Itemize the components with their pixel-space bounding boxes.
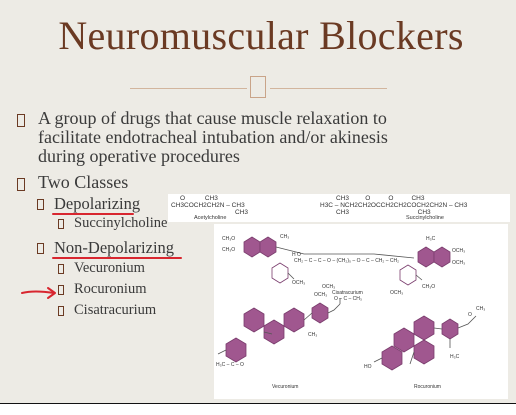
svg-text:OCH₃: OCH₃ (322, 284, 335, 290)
acetylcholine-formula: CH3COCH2CH2N – CH3 (171, 202, 245, 209)
bullet-1-line-2: facilitate endotracheal intubation and/o… (38, 127, 388, 147)
svg-text:Rocuronium: Rocuronium (414, 384, 441, 390)
red-arrow-annotation-icon (21, 287, 56, 299)
svg-text:CH₃O: CH₃O (422, 284, 435, 290)
svg-text:CH₃: CH₃ (308, 332, 317, 338)
svg-text:H O: H O (292, 252, 301, 258)
title-divider-left (130, 88, 247, 89)
red-underline-annotation (52, 257, 182, 259)
sub-bullet-box-icon (37, 199, 44, 210)
svg-text:H₃C: H₃C (450, 354, 460, 360)
bullet-1-line-1: A group of drugs that cause muscle relax… (38, 108, 387, 128)
svg-text:H₃C – C – O: H₃C – C – O (216, 362, 244, 368)
bullet-1-line-3: during operative procedures (38, 146, 240, 166)
svg-text:H₃C: H₃C (426, 236, 436, 242)
bullet-2-text: Two Classes (38, 172, 129, 192)
svg-text:CH₃: CH₃ (476, 306, 485, 312)
acetylcholine-formula-top: O CH3 (180, 195, 218, 202)
svg-text:OCH₃: OCH₃ (390, 290, 403, 296)
succinylcholine-formula-top: CH3 O O CH3 (336, 195, 425, 202)
succinylcholine-formula-bottom: CH3 CH3 (336, 209, 431, 216)
succinylcholine-formula: H3C – NCH2CH2OCCH2CH2COCH2CH2N – CH3 (320, 202, 468, 209)
slide-title: Neuromuscular Blockers (58, 13, 464, 58)
class-non-depolarizing: Non-Depolarizing (54, 238, 175, 257)
sub-sub-bullet-box-icon (58, 285, 64, 295)
svg-text:OCH₃: OCH₃ (314, 292, 327, 298)
class-depolarizing: Depolarizing (54, 194, 141, 213)
svg-text:OCH₃: OCH₃ (452, 260, 465, 266)
sub-sub-bullet-box-icon (58, 219, 64, 229)
choline-structures-panel: O CH3 CH3COCH2CH2N – CH3 CH3 Acetylcholi… (168, 194, 510, 222)
bullet-box-icon (17, 178, 25, 191)
succinylcholine-label: Succinylcholine (406, 215, 444, 221)
non-depolarizing-structures-panel: CH₃O CH₃O CH₃ H O CH₂ – C – C – O – (CH₂… (214, 224, 508, 399)
svg-text:CH₃O: CH₃O (222, 236, 235, 242)
divider-ornament-icon (250, 76, 266, 98)
slide: Neuromuscular Blockers A group of drugs … (17, 13, 510, 399)
bottom-band (0, 403, 516, 415)
sub-sub-bullet-box-icon (58, 264, 64, 274)
red-underline-annotation (52, 213, 134, 215)
svg-text:OCH₃: OCH₃ (452, 248, 465, 254)
svg-text:Vecuronium: Vecuronium (272, 384, 298, 390)
svg-text:HO: HO (364, 364, 372, 370)
drug-vecuronium: Vecuronium (74, 260, 145, 276)
svg-text:O – C – CH₃: O – C – CH₃ (334, 296, 362, 302)
drug-cisatracurium: Cisatracurium (74, 302, 157, 318)
acetylcholine-formula-bottom: CH3 (235, 209, 249, 216)
svg-text:O: O (468, 312, 472, 318)
svg-text:CH₂ – C – C – O – (CH₂)₅ – O –: CH₂ – C – C – O – (CH₂)₅ – O – C – CH₂ –… (294, 258, 399, 264)
bullet-box-icon (17, 114, 25, 127)
sub-sub-bullet-box-icon (58, 306, 64, 316)
svg-text:OCH₃: OCH₃ (292, 280, 305, 286)
title-divider-right (270, 88, 387, 89)
molecular-structures-image: CH₃O CH₃O CH₃ H O CH₂ – C – C – O – (CH₂… (216, 234, 485, 390)
drug-rocuronium: Rocuronium (74, 281, 147, 297)
sub-bullet-box-icon (37, 243, 44, 254)
svg-text:CH₃: CH₃ (280, 234, 289, 240)
acetylcholine-label: Acetylcholine (194, 215, 227, 221)
drug-succinylcholine: Succinylcholine (74, 215, 168, 231)
svg-text:Cisatracurium: Cisatracurium (332, 290, 363, 296)
svg-text:CH₃O: CH₃O (222, 247, 235, 253)
